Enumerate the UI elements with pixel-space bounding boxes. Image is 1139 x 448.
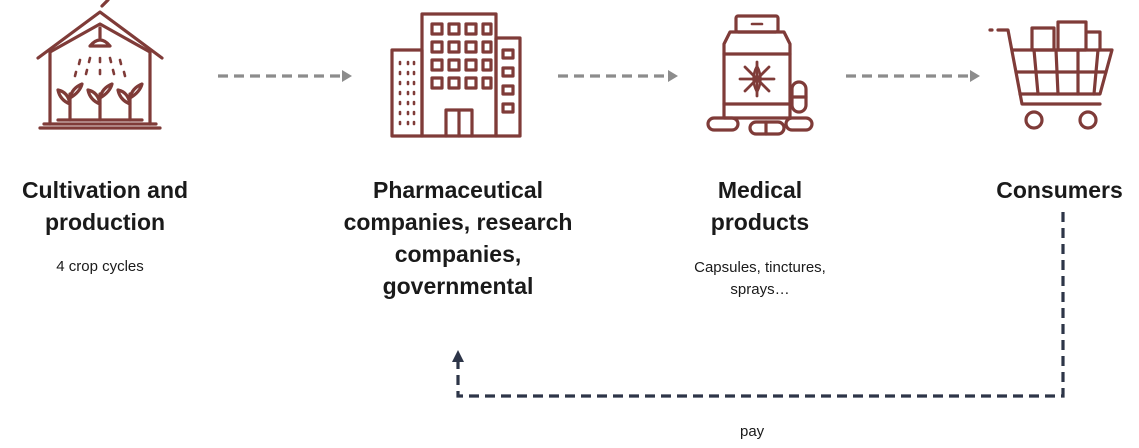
title-line: companies,: [394, 241, 522, 267]
stage-title-medical-products: Medical products: [660, 174, 860, 238]
stage-title-pharma: Pharmaceutical companies, research compa…: [318, 174, 598, 302]
medicine-bottle-icon: [706, 14, 814, 136]
title-line: Consumers: [996, 177, 1123, 203]
title-line: companies, research: [343, 209, 573, 235]
title-line: Medical: [717, 177, 803, 203]
stage-subtitle-medical-products: Capsules, tinctures, sprays…: [650, 257, 870, 301]
shopping-cart-icon: [988, 20, 1114, 130]
stage-title-cultivation: Cultivation and production: [0, 174, 210, 238]
title-line: Cultivation and: [21, 177, 189, 203]
office-building-icon: [390, 12, 522, 138]
subtitle-line: Capsules, tinctures,: [694, 259, 826, 276]
title-line: products: [710, 209, 810, 235]
flow-arrow: [218, 70, 352, 82]
flow-arrow: [558, 70, 678, 82]
title-line: production: [44, 209, 166, 235]
title-line: governmental: [382, 273, 534, 299]
subtitle-line: sprays…: [730, 281, 790, 298]
flow-arrow: [846, 70, 980, 82]
greenhouse-icon: [36, 0, 164, 130]
pay-label: pay: [740, 423, 765, 440]
stage-title-consumers: Consumers: [980, 174, 1139, 206]
stage-subtitle-cultivation: 4 crop cycles: [56, 258, 144, 275]
title-line: Pharmaceutical: [372, 177, 544, 203]
